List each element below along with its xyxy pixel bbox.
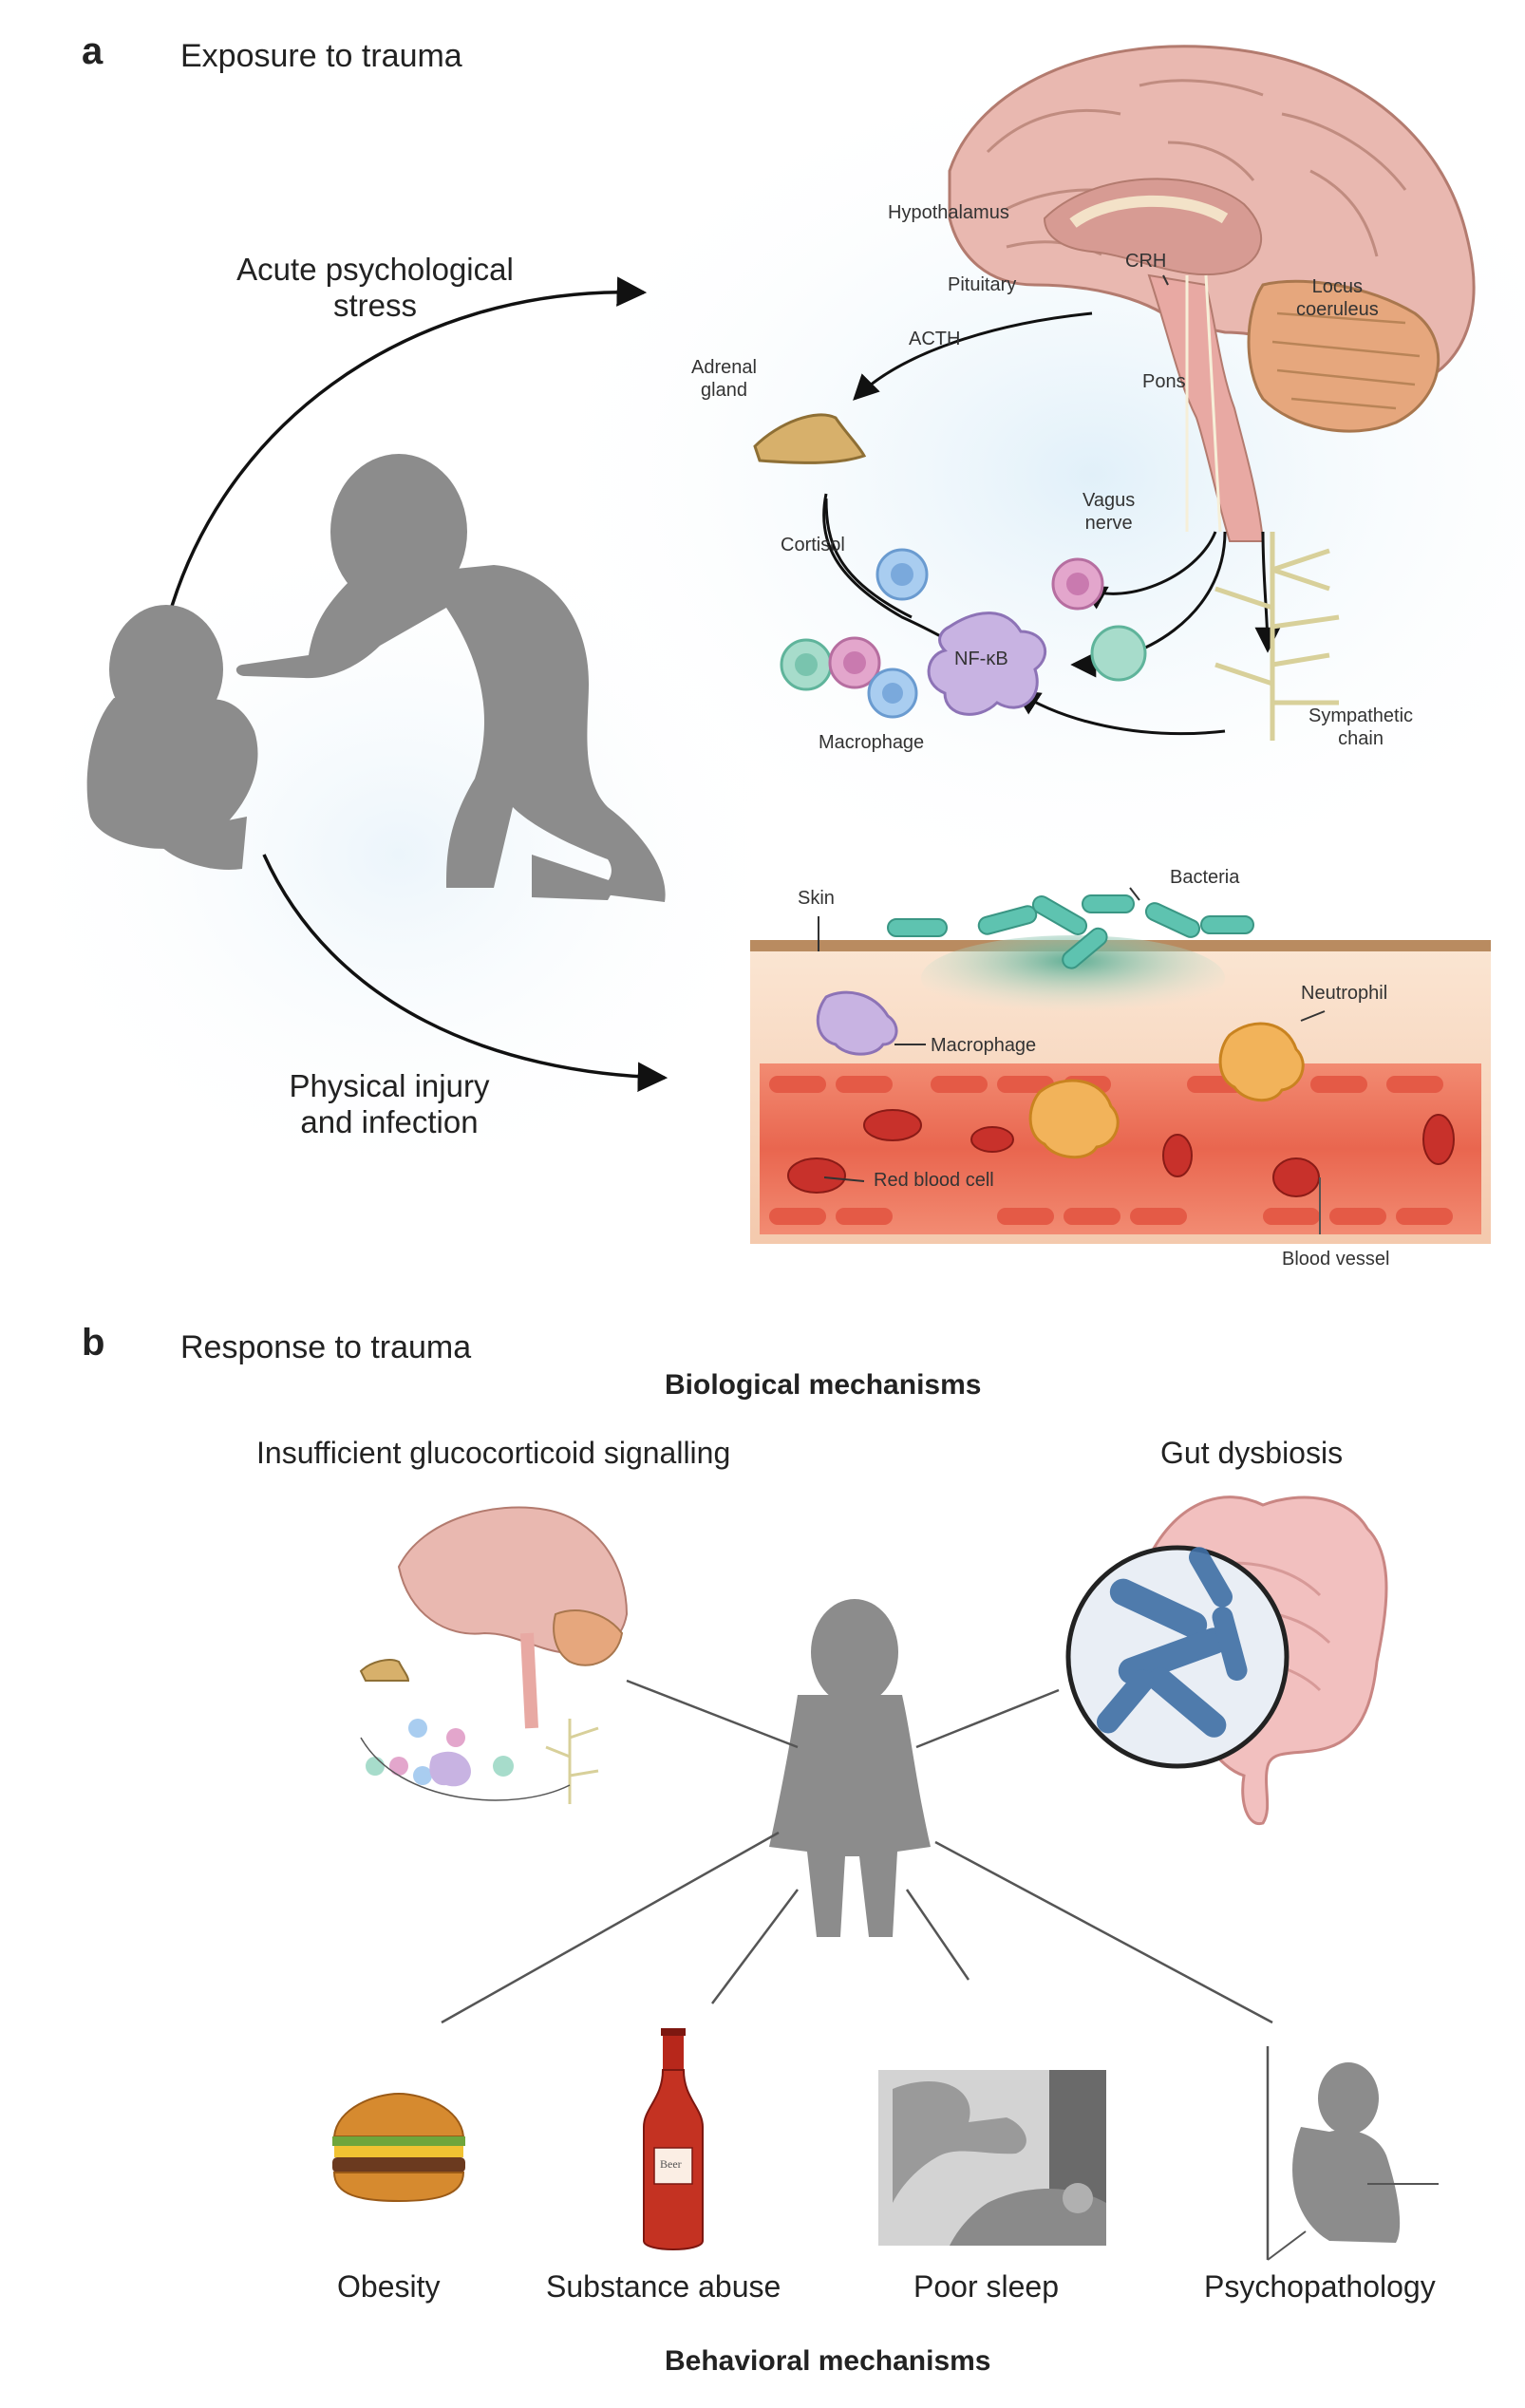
panel-a-title: Exposure to trauma (180, 38, 462, 74)
beer-bottle-icon (643, 2028, 704, 2250)
label-skin: Skin (798, 888, 835, 909)
physical-injury-label: Physical injury and infection (252, 1068, 527, 1140)
behavior-substance-abuse: Substance abuse (546, 2269, 781, 2304)
psychopathology-scene (1266, 2046, 1439, 2261)
acute-stress-line-1: Acute psychological (236, 252, 514, 287)
panel-b-title: Response to trauma (180, 1329, 472, 1365)
label-bacteria: Bacteria (1170, 867, 1240, 888)
label-pituitary: Pituitary (948, 274, 1017, 295)
label-adrenal-gland: Adrenal gland (691, 356, 757, 402)
label-acth: ACTH (909, 329, 961, 349)
physical-injury-line-2: and infection (300, 1104, 479, 1139)
behavior-obesity: Obesity (337, 2269, 441, 2304)
behavioral-mechanisms-heading: Behavioral mechanisms (665, 2345, 991, 2377)
beer-label: Beer (660, 2157, 682, 2171)
cortisol-arrow (824, 498, 913, 619)
glucocorticoid-brain-thumbnail (359, 1506, 629, 1804)
behavior-psychopathology: Psychopathology (1204, 2269, 1436, 2304)
label-blood-vessel: Blood vessel (1282, 1249, 1390, 1270)
label-macrophage-a: Macrophage (819, 732, 925, 753)
label-adrenal-line-1: Adrenal (691, 357, 757, 378)
standing-child (769, 1599, 931, 1937)
acute-stress-label: Acute psychological stress (223, 252, 527, 324)
label-vagus-line-1: Vagus (1083, 490, 1136, 511)
label-macrophage-skin: Macrophage (931, 1035, 1037, 1056)
brain-illustration (948, 45, 1476, 542)
label-locus-line-2: coeruleus (1296, 299, 1379, 320)
child-silhouette (86, 605, 258, 870)
label-vagus-nerve: Vagus nerve (1083, 489, 1135, 535)
poor-sleep-scene (878, 2070, 1106, 2246)
label-neutrophil: Neutrophil (1301, 983, 1388, 1004)
label-pons: Pons (1142, 371, 1186, 392)
immune-cells (780, 548, 1147, 719)
sympathetic-chain (1214, 532, 1340, 741)
behavior-poor-sleep: Poor sleep (913, 2269, 1059, 2304)
label-crh: CRH (1125, 251, 1167, 272)
physical-injury-line-1: Physical injury (289, 1068, 490, 1103)
skin-leader-lines (818, 887, 1326, 1182)
label-hypothalamus: Hypothalamus (888, 202, 1009, 223)
label-nf-kb: NF-κB (954, 649, 1008, 669)
gut-illustration (1065, 1496, 1388, 1826)
label-cortisol: Cortisol (781, 535, 845, 555)
adult-silhouette (235, 454, 666, 902)
burger-icon (332, 2092, 465, 2203)
glucocorticoid-label: Insufficient glucocorticoid signalling (256, 1436, 731, 1470)
label-sympathetic-line-2: chain (1338, 728, 1384, 749)
label-red-blood-cell: Red blood cell (874, 1170, 994, 1191)
acute-stress-line-2: stress (332, 288, 417, 323)
label-locus-line-1: Locus (1311, 276, 1364, 297)
biological-mechanisms-heading: Biological mechanisms (665, 1369, 982, 1401)
label-sympathetic-chain: Sympathetic chain (1308, 705, 1413, 750)
label-vagus-line-2: nerve (1084, 513, 1133, 534)
panel-b-letter: b (82, 1322, 105, 1364)
label-adrenal-line-2: gland (701, 380, 747, 401)
connector-lines (441, 1679, 1273, 2024)
label-locus-coeruleus: Locus coeruleus (1296, 275, 1379, 321)
adrenal-gland (753, 413, 867, 464)
arrow-physical-injury (262, 854, 668, 1092)
label-sympathetic-line-1: Sympathetic (1308, 705, 1414, 726)
arrow-acute-stress (160, 276, 648, 647)
panel-a-letter: a (82, 30, 104, 72)
skin-tissue-panel (750, 894, 1491, 1244)
gut-dysbiosis-label: Gut dysbiosis (1160, 1436, 1344, 1470)
